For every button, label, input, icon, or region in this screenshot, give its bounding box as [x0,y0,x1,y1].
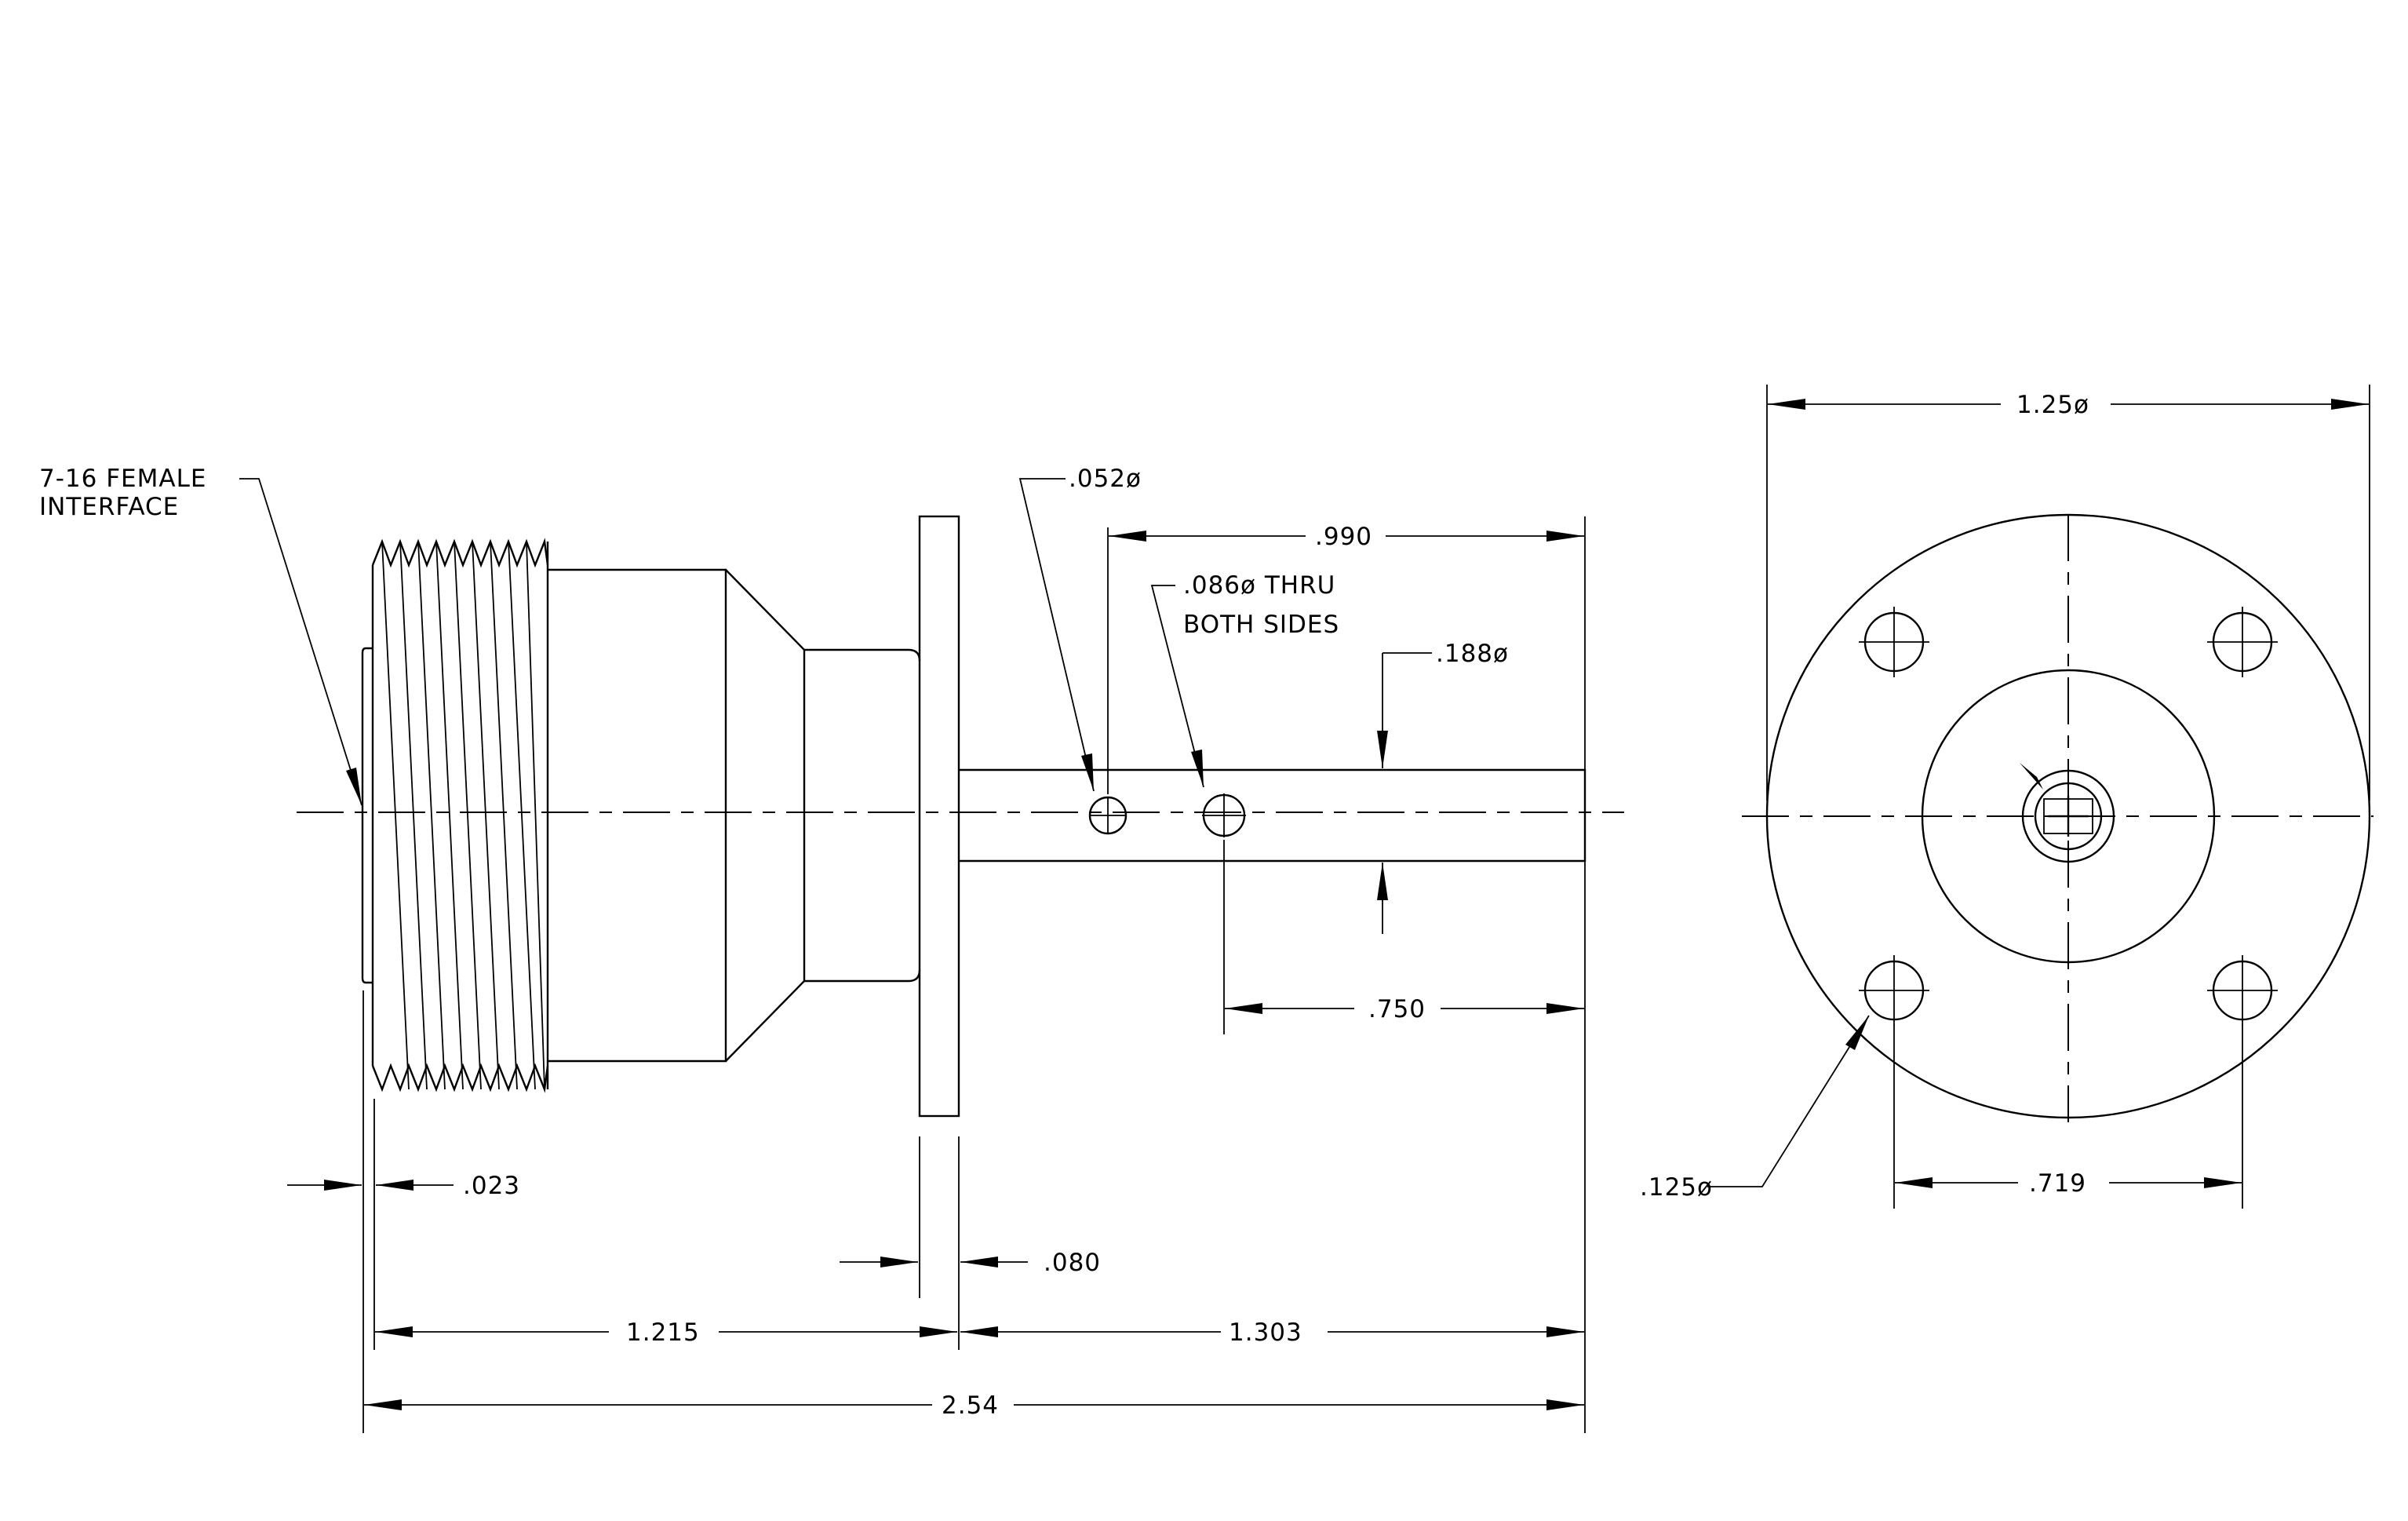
dim-990: .990 [1315,523,1372,551]
interface-face [361,647,373,984]
contact-outer [2021,769,2115,863]
dim-080: .080 [1044,1249,1101,1277]
flange-outline [1765,513,2371,1119]
dim-1215: 1.215 [626,1319,700,1347]
interface-label-line1: 7-16 FEMALE [39,465,206,493]
dim-flange-dia: 1.25ø [2016,391,2089,419]
dim-750: .750 [1368,995,1426,1023]
neck-bottom [804,969,921,983]
hole-052-label: .052ø [1069,465,1142,493]
dim-bolt-spacing: .719 [2029,1169,2086,1198]
end-view [1742,513,2373,1122]
body-taper [725,569,806,1062]
dim-023: .023 [463,1172,520,1200]
bolt-hole-125-label: .125ø [1640,1173,1713,1202]
leaders [239,478,1870,1187]
contact-inner [2034,782,2103,851]
dim-1303: 1.303 [1229,1319,1302,1347]
neck-top [804,648,921,662]
contact-marker [2020,763,2043,790]
body-cylinder [548,568,727,1063]
thread-section [371,538,549,1093]
annotation-text: 7-16 FEMALE INTERFACE .052ø .086ø THRU B… [39,391,2089,1420]
hole-086-label-line1: .086ø THRU [1183,571,1335,600]
flange [918,515,960,1118]
side-view [297,515,1624,1118]
body-outline [1921,669,2216,964]
extension-lines [362,385,2370,1433]
pin-188-label: .188ø [1436,640,1509,668]
interface-label-line2: INTERFACE [39,493,179,521]
dim-254: 2.54 [942,1392,999,1420]
hole-086-label-line2: BOTH SIDES [1183,611,1339,639]
dimension-lines [287,399,2369,1410]
bolt-holes [1859,607,2278,1026]
pin [959,768,1587,863]
